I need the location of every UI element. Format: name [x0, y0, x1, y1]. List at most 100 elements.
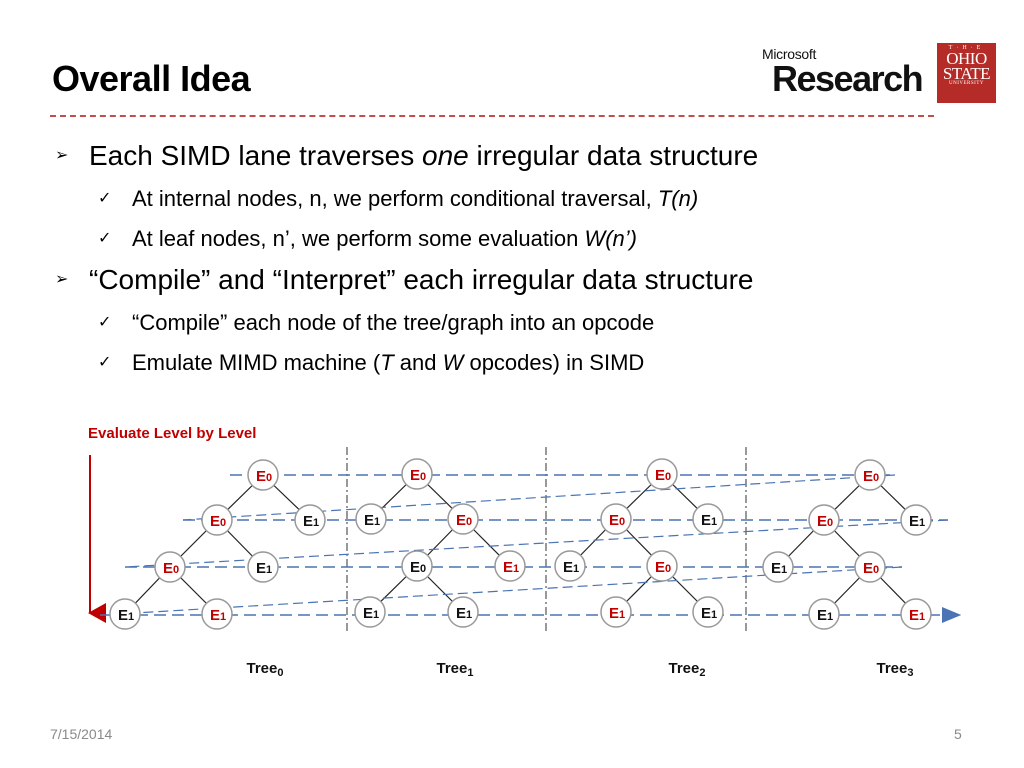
node-label: E0 [863, 468, 879, 485]
tree-node [354, 596, 386, 628]
tree-label-index: 3 [907, 667, 913, 679]
node-letter: E [863, 560, 873, 577]
tree-node [646, 458, 678, 490]
tree-node [808, 598, 840, 630]
tree-node [201, 598, 233, 630]
node-label: E0 [456, 512, 472, 529]
tree-node [854, 551, 886, 583]
node-letter: E [163, 560, 173, 577]
tree-label: Tree3 [877, 660, 914, 679]
node-label: E1 [771, 560, 787, 577]
node-letter: E [817, 607, 827, 624]
checkmark-icon: ✓ [98, 354, 112, 371]
node-letter: E [256, 560, 266, 577]
node-subscript: 0 [420, 471, 426, 483]
tree-node [447, 596, 479, 628]
node-subscript: 0 [665, 471, 671, 483]
node-letter: E [410, 559, 420, 576]
tree-label: Tree0 [247, 660, 284, 679]
node-label: E0 [410, 559, 426, 576]
node-letter: E [363, 605, 373, 622]
node-subscript: 1 [619, 609, 625, 621]
node-subscript: 0 [420, 563, 426, 575]
node-label: E0 [863, 560, 879, 577]
node-letter: E [609, 605, 619, 622]
node-subscript: 1 [313, 517, 319, 529]
level-wrap-line [182, 474, 896, 521]
node-letter: E [609, 512, 619, 529]
node-label: E1 [303, 513, 319, 530]
bullet-2-1: ✓ “Compile” each node of the tree/graph … [55, 304, 758, 344]
tree-node [154, 551, 186, 583]
tree-node [355, 503, 387, 535]
node-letter: E [701, 605, 711, 622]
node-subscript: 0 [466, 516, 472, 528]
node-subscript: 0 [173, 564, 179, 576]
bullet-1-1: ✓ At internal nodes, n, we perform condi… [55, 180, 758, 220]
node-subscript: 1 [374, 516, 380, 528]
node-letter: E [771, 560, 781, 577]
node-label: E0 [817, 513, 833, 530]
osu-logo-state: STATE [942, 64, 991, 83]
bullet-1: ➢ Each SIMD lane traverses one irregular… [55, 136, 758, 180]
tree-node [109, 598, 141, 630]
tree-node [900, 504, 932, 536]
node-subscript: 1 [827, 611, 833, 623]
checkmark-icon: ✓ [98, 314, 112, 331]
node-subscript: 0 [266, 472, 272, 484]
tree-label: Tree2 [669, 660, 706, 679]
node-subscript: 0 [827, 517, 833, 529]
bullet-1-1-emphasis: T(n) [657, 186, 699, 211]
research-logo-text: Research [772, 58, 924, 99]
tree-node [646, 550, 678, 582]
node-letter: E [210, 513, 220, 530]
node-letter: E [364, 512, 374, 529]
node-subscript: 1 [711, 609, 717, 621]
tree-node [854, 459, 886, 491]
bullet-2-2-text-end: opcodes) in SIMD [463, 350, 645, 375]
node-label: E0 [655, 467, 671, 484]
slide-date: 7/15/2014 [50, 726, 113, 742]
node-letter: E [303, 513, 313, 530]
bullet-2-2-emphasis-t: T [380, 350, 394, 375]
bullet-2: ➢ “Compile” and “Interpret” each irregul… [55, 260, 758, 304]
tree-node [201, 504, 233, 536]
node-label: E0 [410, 467, 426, 484]
tree-node [600, 503, 632, 535]
node-label: E1 [503, 559, 519, 576]
tree-label-word: Tree [247, 660, 278, 677]
node-letter: E [701, 512, 711, 529]
tree-node [600, 596, 632, 628]
diagram-heading: Evaluate Level by Level [88, 425, 256, 442]
node-subscript: 0 [873, 564, 879, 576]
node-label: E1 [456, 605, 472, 622]
tree-node [247, 459, 279, 491]
node-letter: E [118, 607, 128, 624]
tree-node [762, 551, 794, 583]
tree-node [494, 550, 526, 582]
node-label: E1 [210, 607, 226, 624]
tree-label-index: 2 [699, 667, 705, 679]
node-letter: E [256, 468, 266, 485]
node-letter: E [655, 467, 665, 484]
node-label: E1 [909, 513, 925, 530]
tree-label-index: 0 [277, 667, 283, 679]
bullet-list: ➢ Each SIMD lane traverses one irregular… [55, 136, 758, 384]
tree-node [692, 596, 724, 628]
node-label: E1 [363, 605, 379, 622]
tree-label: Tree1 [437, 660, 474, 679]
node-label: E0 [256, 468, 272, 485]
node-subscript: 1 [919, 517, 925, 529]
tree-label-index: 1 [467, 667, 473, 679]
tree-node [447, 503, 479, 535]
node-label: E1 [909, 607, 925, 624]
bullet-2-2-text: Emulate MIMD machine ( [132, 350, 381, 375]
node-subscript: 1 [466, 609, 472, 621]
node-subscript: 1 [573, 563, 579, 575]
node-label: E1 [701, 605, 717, 622]
tree-node [294, 504, 326, 536]
title-divider [50, 115, 934, 117]
checkmark-icon: ✓ [98, 190, 112, 207]
node-subscript: 1 [919, 611, 925, 623]
node-label: E0 [609, 512, 625, 529]
